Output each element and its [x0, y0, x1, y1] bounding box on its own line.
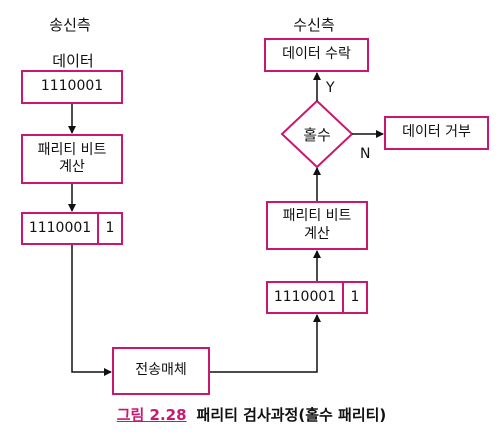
sender-data-value: 1110001 [40, 78, 104, 95]
arrow-frame-to-medium [71, 245, 112, 376]
sender-frame-parity: 1 [105, 219, 115, 236]
sender-parity-calc-label: 패리티 비트 계산 [37, 141, 107, 176]
reject-data-box: 데이터 거부 [384, 116, 489, 150]
arrow-medium-to-receiver [210, 314, 321, 373]
receiver-parity-calc-label: 패리티 비트 계산 [282, 208, 352, 242]
receiver-header: 수신측 [293, 16, 335, 34]
sender-frame-data: 1110001 [23, 214, 99, 243]
odd-check-label: 홀수 [303, 126, 331, 144]
figure-title: 패리티 검사과정(홀수 패리티) [196, 406, 387, 424]
receiver-frame-parity: 1 [350, 288, 360, 305]
no-label: N [360, 146, 371, 162]
yes-label: Y [326, 80, 335, 96]
accept-data-box: 데이터 수락 [264, 38, 369, 72]
sender-frame-box: 1110001 1 [21, 212, 123, 245]
figure-number: 그림 2.28 [116, 406, 187, 424]
transmission-medium-label: 전송매체 [135, 362, 187, 379]
receiver-parity-calc-box: 패리티 비트 계산 [266, 201, 368, 250]
sender-data-label: 데이터 [52, 52, 94, 70]
transmission-medium-box: 전송매체 [112, 347, 210, 395]
sender-header: 송신측 [49, 16, 91, 34]
sender-data-box: 1110001 [21, 70, 123, 104]
receiver-frame-data: 1110001 [268, 283, 344, 312]
receiver-frame-box: 1110001 1 [266, 281, 368, 314]
figure-caption: 그림 2.28 패리티 검사과정(홀수 패리티) [0, 404, 503, 425]
sender-parity-calc-box: 패리티 비트 계산 [21, 134, 123, 184]
accept-data-label: 데이터 수락 [282, 46, 351, 63]
reject-data-label: 데이터 거부 [402, 124, 471, 141]
